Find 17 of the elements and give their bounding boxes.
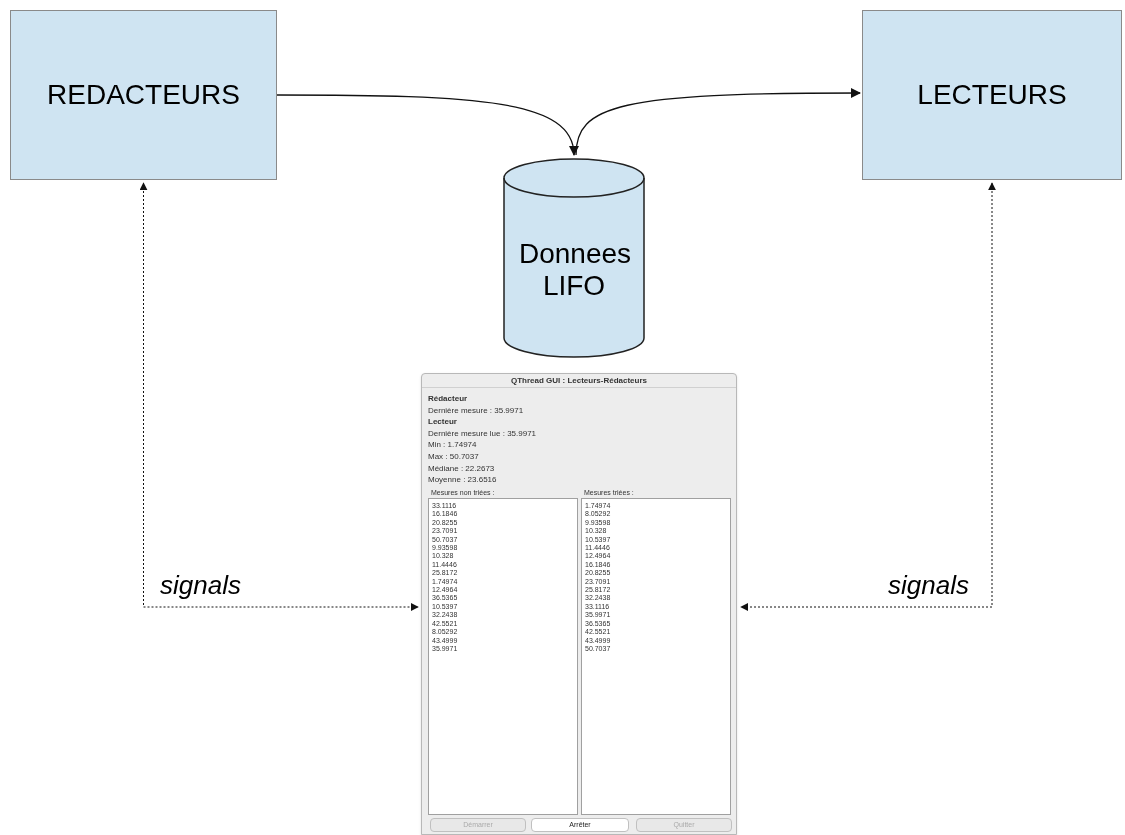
stat-text: Moyenne : 23.6516	[428, 475, 497, 486]
stat-text: Min : 1.74974	[428, 440, 477, 451]
cylinder-label: Donnees LIFO	[519, 238, 629, 302]
arrow	[276, 94, 578, 156]
section-heading: Lecteur	[428, 417, 457, 428]
window-title: QThread GUI : Lecteurs-Rédacteurs	[422, 374, 736, 388]
stat-text: Médiane : 22.2673	[428, 463, 495, 474]
process-box: REDACTEURS	[10, 10, 277, 180]
arrow	[575, 88, 861, 156]
process-box: LECTEURS	[862, 10, 1122, 180]
dashed-arrow	[740, 182, 996, 611]
stat-text: Dernière mesure lue : 35.9971	[428, 428, 537, 439]
stat-text: Max : 50.7037	[428, 452, 479, 462]
dashed-arrow	[139, 182, 419, 611]
stat-text: Dernière mesure : 35.9971	[428, 405, 524, 416]
app-window	[421, 373, 737, 835]
section-heading: Rédacteur	[428, 394, 468, 404]
